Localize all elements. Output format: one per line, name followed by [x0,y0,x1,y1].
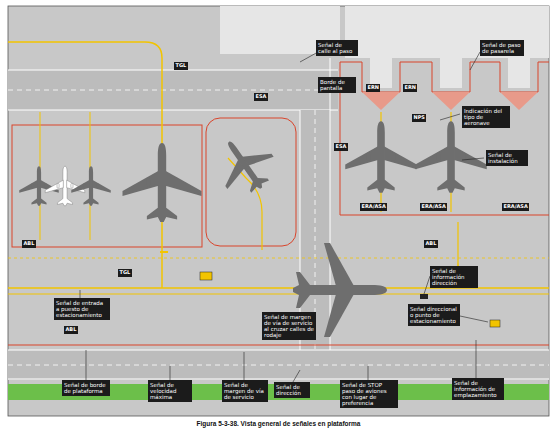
callout-box: Indicación del tipo de aeronave [462,106,510,128]
aircraft [415,121,486,192]
stop-bar [160,251,168,253]
code-tag: TGL [118,269,132,277]
callout-text: Señal de dirección [276,384,308,397]
callout-text: Señal de entrada a puesto de estacionami… [56,300,108,319]
code-tag: ERN [403,84,417,92]
callout-text: ABL [66,327,77,333]
stand-boundary [340,62,549,215]
apron-edge-line [8,345,549,346]
callout-text: ERN [368,85,379,91]
stand-boundary [206,118,296,246]
callout-text: ESA [256,94,267,100]
callout-box: Señal de entrada a puesto de estacionami… [54,298,110,320]
sign-symbol [490,320,500,327]
callout-text: ERA/ASA [422,204,446,210]
terminal-building [345,6,549,58]
code-tag: ABL [22,240,36,248]
taxiway-edge [8,258,549,259]
code-tag: ERA/ASA [502,203,529,211]
figure-caption: Figura 5-3-38. Vista general de señales … [0,420,557,427]
apron-ground [8,6,549,416]
callout-text: Señal de velocidad máxima [150,382,190,401]
callout-text: Señal de calle al paso [318,42,356,55]
callout-box: Señal direccional o punto de estacionami… [408,304,460,326]
aircraft [123,143,202,222]
callout-text: Señal de margen de vía de servicio al cr… [264,314,314,339]
callout-text: Señal de margen de vía de servicio [224,382,266,401]
lead-in-line [8,42,162,288]
road-centre [8,90,338,91]
sign-symbol [200,272,212,280]
code-tag: TGL [174,62,188,70]
service-road [8,350,549,380]
code-tag: ABL [424,240,438,248]
code-tag: ABL [64,326,78,334]
service-road [8,70,338,110]
callout-text: Señal de información dirección [432,268,476,287]
callout-box: Señal de paso de pasarela [480,40,524,56]
callout-box: Señal de instalación [486,150,528,166]
callout-box: Borde de pantalla [318,77,356,93]
callout-text: ERN [405,85,416,91]
road-edge [8,350,549,351]
callout-text: ESA [336,144,347,150]
road-edge [8,110,338,111]
callout-box: Señal de margen de vía de servicio [222,380,268,402]
callout-text: Borde de pantalla [320,79,354,92]
code-tag: NPS [412,114,426,122]
aircraft [206,126,285,205]
leader-lines [80,52,488,387]
callout-text: ABL [24,241,35,247]
callout-box: Señal de STOP paso de aviones con lugar … [340,380,398,408]
safety-area [362,92,400,110]
callout-text: Señal de borde de plataforma [64,382,108,395]
callout-box: Señal de dirección [274,382,310,398]
callout-text: Señal de información de emplazamiento [454,380,502,399]
callout-box: Señal de borde de plataforma [62,380,110,396]
code-tag: ERA/ASA [420,203,447,211]
code-tag: ERN [366,84,380,92]
code-tag: ERA/ASA [360,203,387,211]
callout-text: Indicación del tipo de aeronave [464,108,508,127]
callout-box: Señal de calle al paso [316,40,358,56]
callout-box: Señal de margen de vía de servicio al cr… [262,312,316,340]
road-edge [8,70,338,71]
callout-text: ABL [426,241,437,247]
callout-text: Señal de STOP paso de aviones con lugar … [342,382,396,407]
taxiway-line [8,294,549,295]
callout-text: Señal direccional o punto de estacionami… [410,306,458,325]
sign-symbol [420,294,428,299]
code-tag: ESA [334,143,348,151]
callout-text: Señal de paso de pasarela [482,42,522,55]
road-centre [8,365,549,366]
callout-text: Señal de instalación [488,152,526,165]
callout-text: TGL [120,270,131,276]
pier [508,58,530,88]
aircraft [345,121,416,192]
callout-text: ERA/ASA [504,204,528,210]
callout-box: Señal de velocidad máxima [148,380,192,402]
pier [440,58,462,88]
callout-text: TGL [176,63,187,69]
callout-box: Señal de información dirección [430,266,478,288]
callout-text: NPS [414,115,425,121]
aircraft [71,166,110,205]
callout-text: ERA/ASA [362,204,386,210]
callout-box: Señal de información de emplazamiento [452,378,504,400]
code-tag: ESA [254,93,268,101]
